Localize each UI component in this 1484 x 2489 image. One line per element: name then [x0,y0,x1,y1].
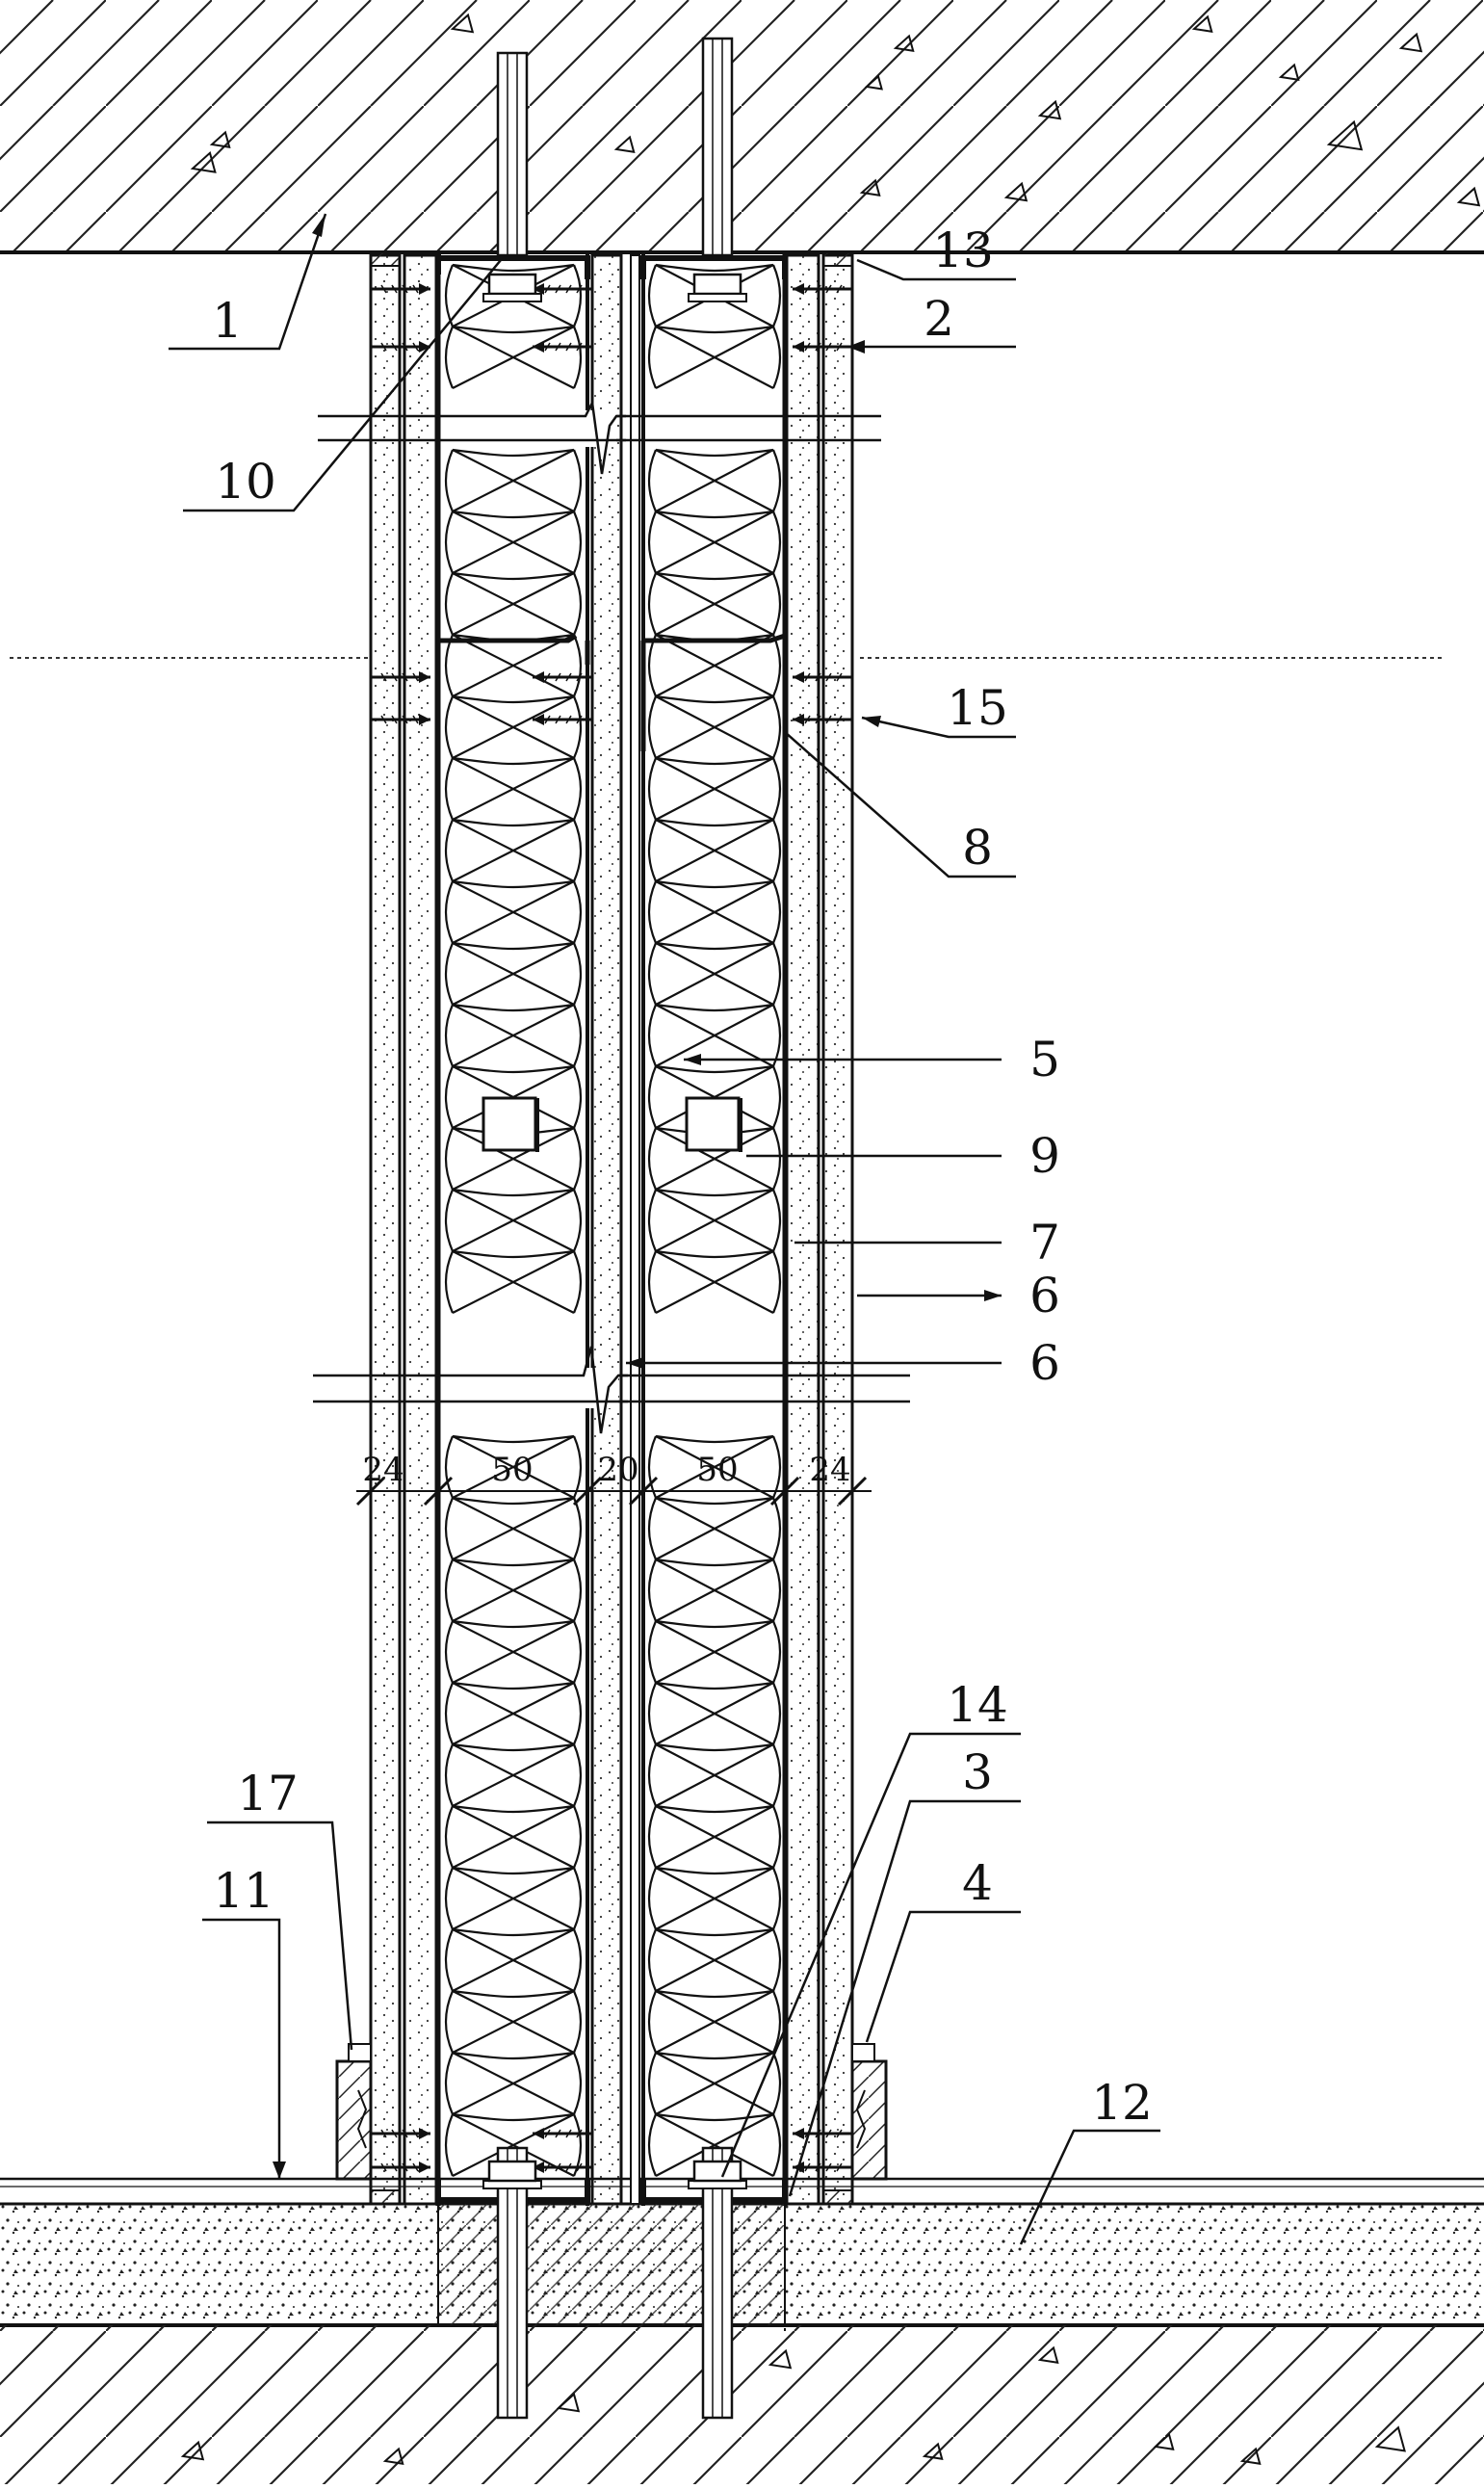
anchor-bolts [482,37,747,2420]
right-outer-board [821,253,854,2206]
concrete-ceiling-slab [0,0,1484,254]
callout-11: 11 [213,1863,274,1919]
callout-10: 10 [215,454,276,510]
break-line-lower [313,1346,910,1434]
callout-9: 9 [1029,1128,1060,1184]
center-board-left [590,253,623,2206]
callout-15: 15 [947,680,1008,736]
skirting-right [850,2043,888,2181]
right-inner-board [785,253,820,2206]
left-outer-board [369,253,402,2206]
callout-14: 14 [947,1677,1008,1733]
callout-13: 13 [932,223,994,278]
dimension-24-right: 24 [809,1451,850,1489]
callouts [169,213,1160,2245]
callout-7: 7 [1029,1215,1060,1271]
callout-8: 8 [962,820,993,876]
left-inner-board [403,253,438,2206]
callout-6-center: 6 [1029,1335,1060,1391]
dimension-24-left: 24 [362,1451,404,1489]
dimension-50-right: 50 [696,1451,738,1489]
concrete-floor-slab [0,2325,1484,2484]
partition-wall-assembly [313,37,910,2420]
skirting-left [335,2043,373,2181]
callout-5: 5 [1029,1032,1060,1087]
callout-3: 3 [962,1744,993,1800]
callout-6-outer: 6 [1029,1268,1060,1323]
callout-1: 1 [212,293,243,349]
callout-2: 2 [924,291,954,347]
callout-17: 17 [237,1766,299,1821]
callout-labels: 1 13 2 10 15 8 5 9 7 6 6 14 3 4 17 11 12 [212,223,1153,2131]
board-screws [369,282,854,2174]
callout-4: 4 [962,1855,993,1911]
dimension-20: 20 [597,1451,638,1489]
top-track-right [640,255,788,279]
service-box-left [482,1096,537,1152]
service-box-right [685,1096,741,1152]
top-track-left [435,252,590,279]
callout-12: 12 [1091,2075,1153,2131]
insulation-right [647,263,782,2177]
dimension-50-left: 50 [491,1451,533,1489]
break-line-upper [318,398,881,475]
center-board-right [630,254,640,2205]
insulation-left [444,263,583,2177]
dimension-line: 24 50 20 50 24 [355,1451,872,1506]
